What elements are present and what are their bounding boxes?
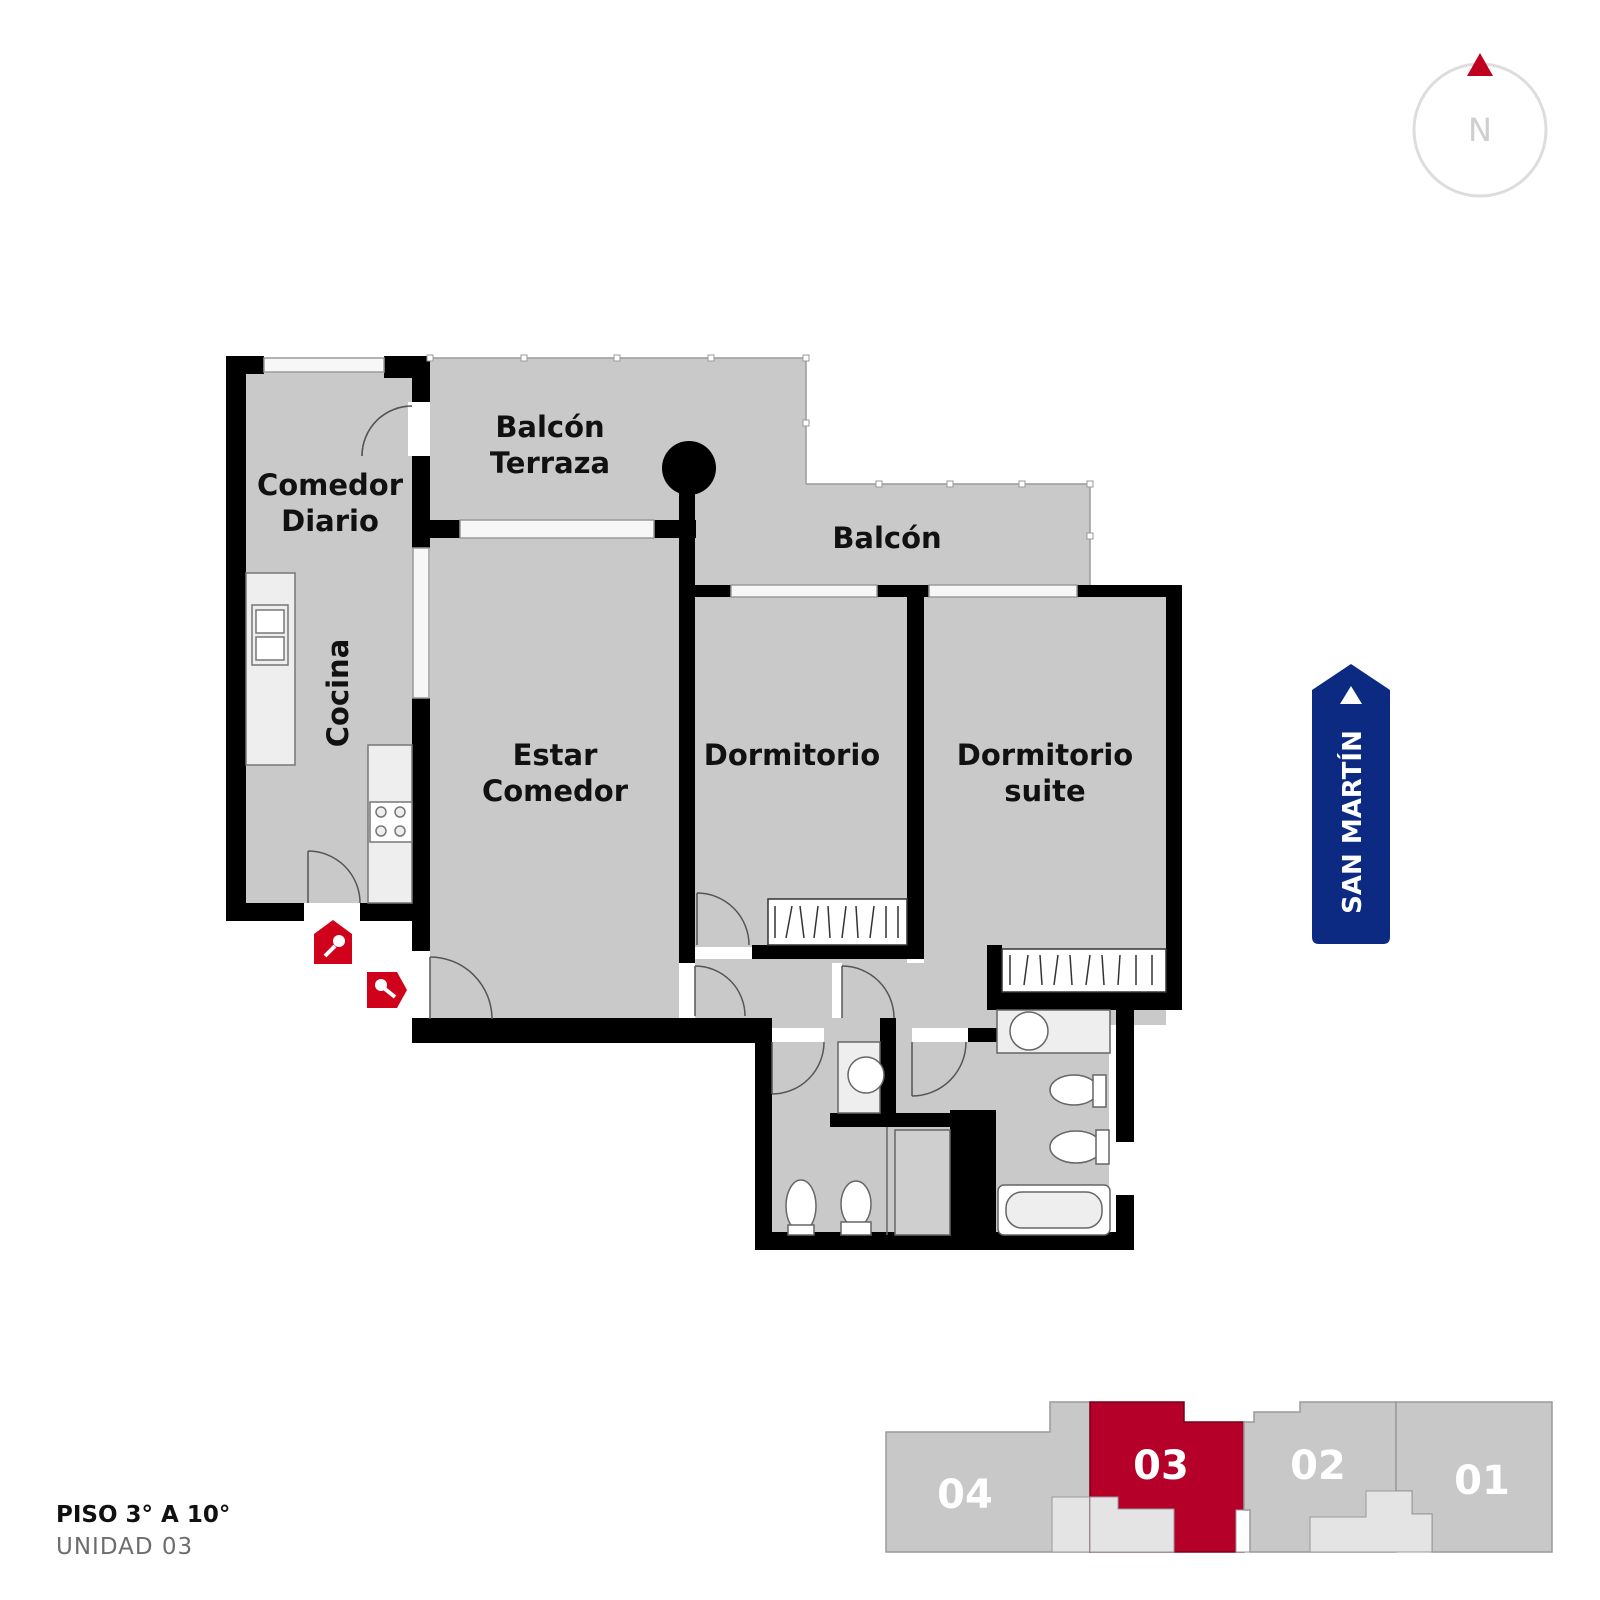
- floor-title: PISO 3° A 10°: [56, 1502, 231, 1528]
- railing-posts: [426, 354, 1094, 540]
- label-estar-comedor-2: Comedor: [482, 774, 629, 808]
- label-comedor-diario-2: Diario: [281, 504, 379, 538]
- washbasin-icon: [847, 1056, 885, 1094]
- label-dormitorio: Dormitorio: [704, 738, 880, 772]
- kitchen-fixtures: [245, 572, 413, 904]
- windows-railings: [263, 357, 1091, 699]
- unit-label-02: 02: [1290, 1443, 1346, 1489]
- bidet-icon: [785, 1179, 817, 1233]
- unit-label-03: 03: [1133, 1443, 1189, 1489]
- kitchen-counter: [245, 572, 296, 766]
- arrow-up-icon: [1340, 686, 1362, 704]
- closet-suite: [1001, 948, 1167, 993]
- closets: [767, 898, 1167, 993]
- walls: [226, 356, 1182, 1250]
- label-dormitorio-suite-1: Dormitorio: [957, 738, 1133, 772]
- label-balcon: Balcón: [832, 521, 941, 555]
- compass-label: N: [1468, 111, 1492, 149]
- unit-label-04: 04: [937, 1472, 993, 1518]
- north-arrow-icon: [1467, 53, 1493, 76]
- suite-toilet-icon: [1049, 1074, 1099, 1106]
- room-labels: Balcón Terraza Comedor Diario Cocina Bal…: [257, 410, 1133, 808]
- label-estar-comedor-1: Estar: [513, 738, 599, 772]
- doors: [304, 402, 968, 1097]
- bathroom-fixtures: [785, 1009, 1134, 1236]
- label-balcon-terraza-1: Balcón: [495, 410, 604, 444]
- street-label: SAN MARTÍN: [1336, 730, 1368, 914]
- label-comedor-diario-1: Comedor: [257, 468, 404, 502]
- hanger-lines: [774, 905, 1153, 986]
- label-cocina: Cocina: [321, 639, 355, 748]
- toilet-icon: [840, 1180, 872, 1228]
- key-icon: [314, 920, 352, 964]
- suite-washbasin-icon: [1009, 1011, 1049, 1051]
- living-floor: [430, 538, 679, 1028]
- street-sign: SAN MARTÍN: [1312, 664, 1390, 944]
- unit-subtitle: UNIDAD 03: [56, 1534, 194, 1560]
- label-dormitorio-suite-2: suite: [1004, 774, 1085, 808]
- key-plan: 04 03 02 01: [885, 1401, 1553, 1553]
- balcony-floor: [430, 358, 1090, 585]
- key-icon: [367, 972, 407, 1008]
- label-balcon-terraza-2: Terraza: [490, 446, 610, 480]
- unit-label-01: 01: [1454, 1458, 1510, 1504]
- suite-bidet-icon: [1049, 1130, 1103, 1164]
- stove-icon: [369, 801, 413, 843]
- compass: N: [1412, 53, 1548, 198]
